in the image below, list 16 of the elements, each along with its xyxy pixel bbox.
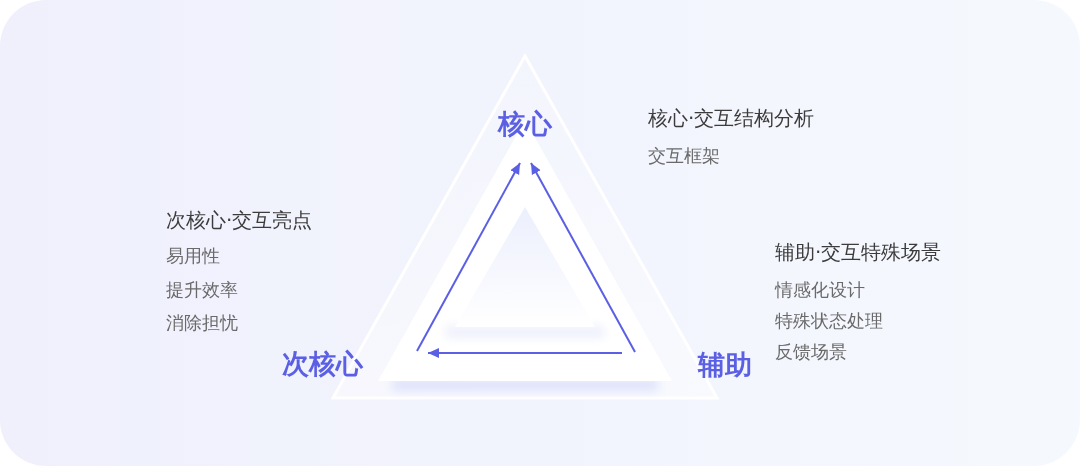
heading-text: 核心·交互结构分析	[648, 105, 815, 132]
item-text: 提升效率	[166, 279, 238, 302]
vertex-label: 辅助	[698, 348, 752, 382]
item-text: 情感化设计	[775, 279, 865, 302]
item-text: 特殊状态处理	[775, 310, 883, 333]
vertex-label: 次核心	[282, 347, 363, 381]
arrow	[427, 348, 623, 358]
heading-text: 次核心·交互亮点	[166, 207, 313, 234]
arrow	[530, 162, 636, 353]
vertex-label: 核心	[498, 107, 552, 141]
heading-text: 辅助·交互特殊场景	[775, 239, 942, 266]
item-text: 交互框架	[648, 145, 720, 168]
item-text: 反馈场景	[775, 341, 847, 364]
item-text: 易用性	[166, 245, 220, 268]
item-text: 消除担忧	[166, 312, 238, 335]
arrow	[416, 162, 521, 352]
